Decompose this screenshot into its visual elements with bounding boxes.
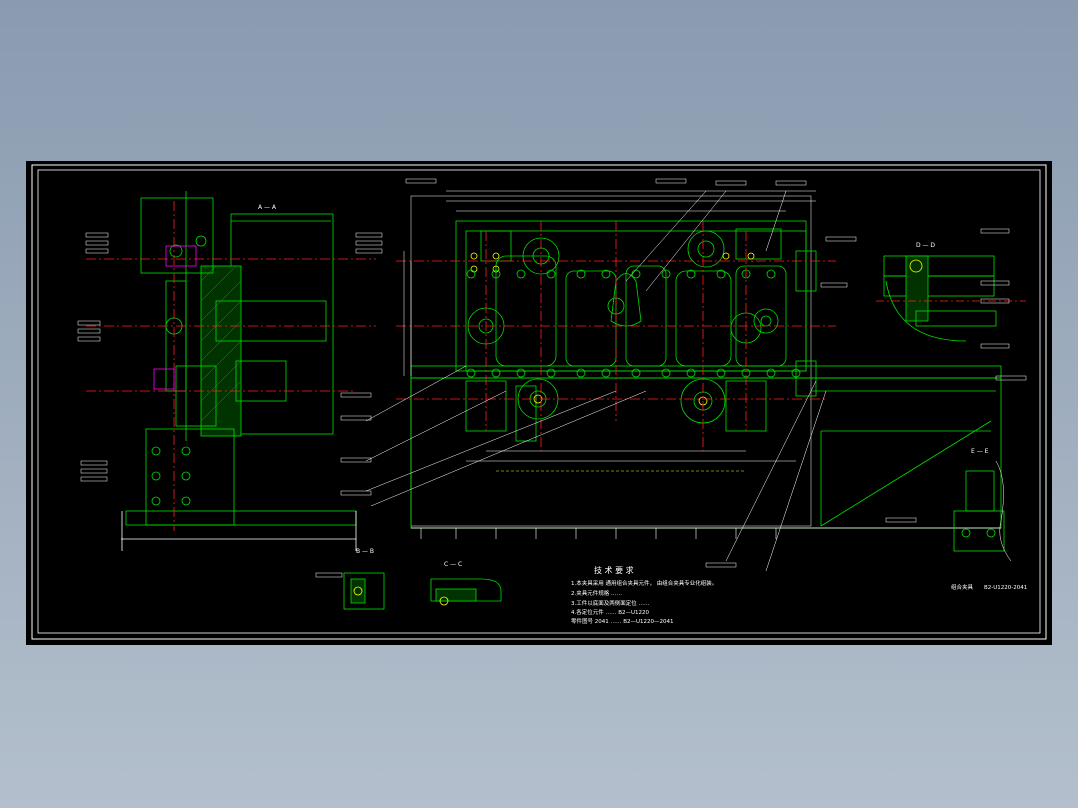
technical-requirements: 技 术 要 求 1.本夹具采用 通用组合夹具元件， 由组合夹具专业化组装。 2.… (571, 565, 717, 625)
title-block-label: 组合夹具 (951, 583, 974, 591)
right-section-view (876, 255, 1026, 342)
cad-drawing: A — A B — B C — C D — D E — E 技 术 要 求 1.… (31, 164, 1047, 640)
tech-req-title: 技 术 要 求 (594, 565, 634, 575)
main-view-body (410, 195, 1002, 529)
left-section-hatch (200, 265, 242, 422)
main-view-centerlines (396, 221, 836, 451)
tech-req-line-5: 零件图号 2041 …… B2—U1220—2041 (571, 617, 674, 625)
outer-border (31, 164, 1047, 640)
main-view-locators (467, 230, 779, 424)
tech-req-line-2: 2.夹具元件规格 …… (571, 589, 622, 597)
section-label-d: D — D (916, 242, 935, 249)
main-view-dimensions (403, 190, 816, 472)
left-view-bolts (151, 235, 207, 506)
tech-req-line-4: 4.各定位元件 …… B2—U1220 (571, 608, 650, 616)
drawing-number: B2-U1220-2041 (984, 585, 1027, 591)
main-view-bolt-row (466, 269, 801, 378)
left-view-centerlines (86, 201, 376, 531)
main-view-leaders (365, 190, 827, 572)
section-label-e: E — E (971, 448, 989, 455)
main-view-bolts-yellow (470, 252, 755, 406)
section-c-c (430, 578, 502, 606)
section-label-b: B — B (356, 548, 374, 555)
section-b-b (343, 572, 385, 610)
section-labels: A — A B — B C — C D — D E — E (258, 204, 989, 568)
inner-border (37, 169, 1041, 634)
cad-drawing-frame: A — A B — B C — C D — D E — E 技 术 要 求 1.… (26, 161, 1052, 645)
section-label-a: A — A (258, 204, 277, 211)
left-view-accent (153, 245, 197, 390)
right-bottom-detail (953, 460, 1012, 562)
main-view-feet (420, 528, 777, 539)
tech-req-line-3: 3.工件以底面及两侧面定位 …… (571, 599, 650, 607)
annotation-tags (77, 178, 1027, 578)
section-label-c: C — C (444, 561, 462, 568)
tech-req-line-1: 1.本夹具采用 通用组合夹具元件， 由组合夹具专业化组装。 (571, 579, 717, 587)
title-block: 组合夹具 B2-U1220-2041 (951, 583, 1027, 591)
